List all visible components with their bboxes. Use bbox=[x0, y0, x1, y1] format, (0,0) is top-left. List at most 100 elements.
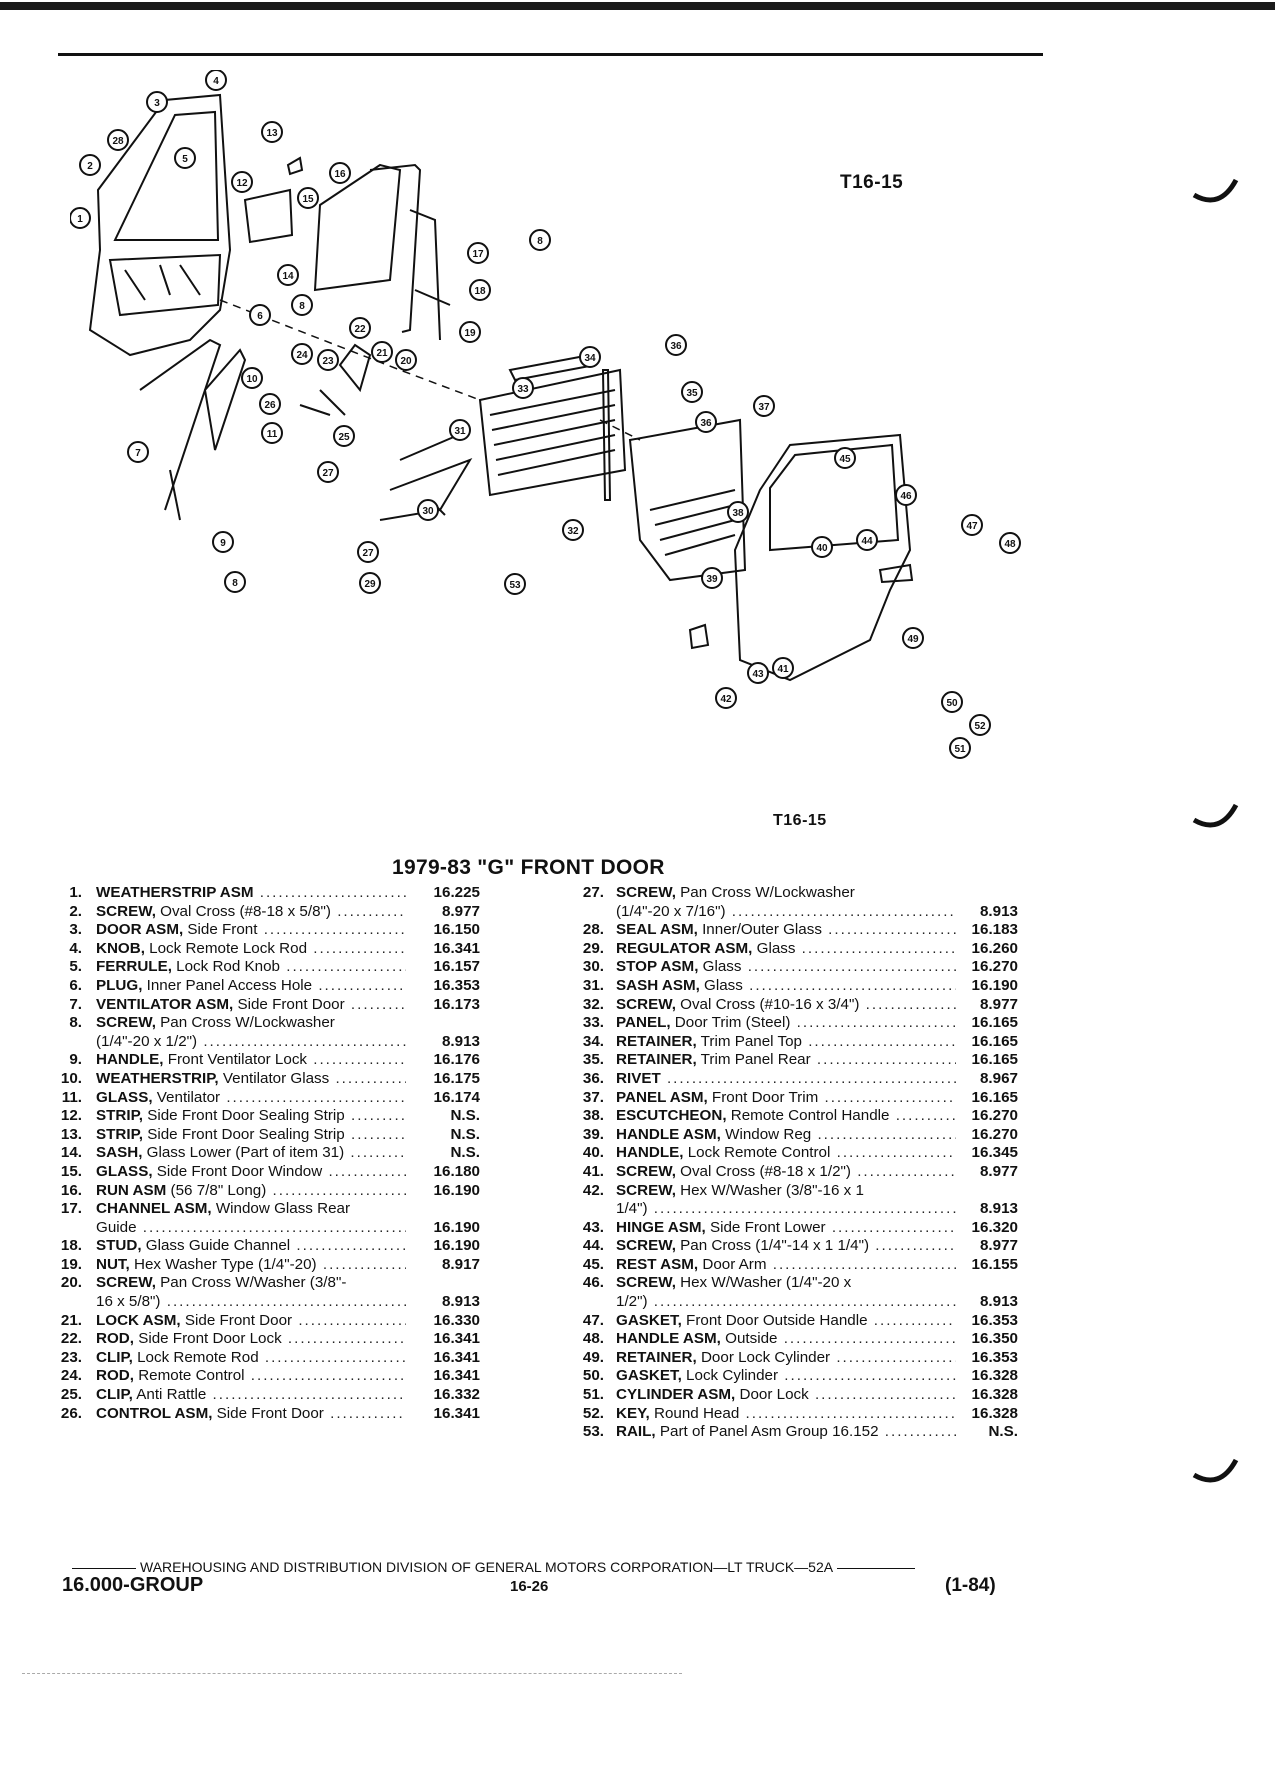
part-row: 8.SCREW, Pan Cross W/Lockwasher bbox=[52, 1014, 492, 1033]
part-description: RETAINER, Trim Panel Rear ..............… bbox=[616, 1051, 956, 1070]
svg-text:40: 40 bbox=[816, 543, 828, 554]
svg-text:12: 12 bbox=[236, 178, 248, 189]
svg-text:8: 8 bbox=[232, 578, 238, 589]
part-group-number: 16.341 bbox=[433, 1330, 480, 1348]
callout-17: 17 bbox=[467, 242, 489, 264]
svg-text:51: 51 bbox=[954, 744, 966, 755]
svg-text:9: 9 bbox=[220, 538, 226, 549]
svg-text:37: 37 bbox=[758, 402, 770, 413]
leader-dots: ........................................… bbox=[337, 902, 406, 920]
callout-19: 19 bbox=[459, 321, 481, 343]
svg-text:8: 8 bbox=[537, 236, 543, 247]
part-detail: Side Front Door Lock bbox=[133, 1330, 282, 1348]
part-name: RETAINER, bbox=[616, 1348, 697, 1366]
part-name: RETAINER, bbox=[616, 1051, 697, 1069]
leader-dots: ........................................… bbox=[836, 1348, 956, 1366]
leader-dots: ........................................… bbox=[772, 1255, 956, 1273]
leader-dots: ........................................… bbox=[350, 1144, 406, 1162]
part-name: SCREW, bbox=[96, 902, 156, 920]
part-detail: Side Front Door bbox=[180, 1311, 293, 1329]
part-description: GASKET, Front Door Outside Handle ......… bbox=[616, 1312, 956, 1331]
part-row: 47.GASKET, Front Door Outside Handle ...… bbox=[570, 1312, 1050, 1331]
part-number: 17. bbox=[60, 1200, 82, 1218]
part-row: 49.RETAINER, Door Lock Cylinder ........… bbox=[570, 1349, 1050, 1368]
part-number: 24. bbox=[60, 1367, 82, 1385]
callout-46: 46 bbox=[895, 484, 917, 506]
callout-27b: 27 bbox=[357, 541, 379, 563]
part-group-number: 8.977 bbox=[441, 902, 480, 920]
svg-text:8: 8 bbox=[299, 301, 305, 312]
part-description: RIVET ..................................… bbox=[616, 1070, 956, 1089]
svg-text:2: 2 bbox=[87, 161, 93, 172]
part-group-number: 16.341 bbox=[433, 1348, 480, 1366]
leader-dots: ........................................… bbox=[264, 1348, 406, 1366]
svg-text:21: 21 bbox=[376, 348, 388, 359]
part-group-number: 16.180 bbox=[433, 1162, 480, 1180]
svg-text:6: 6 bbox=[257, 311, 263, 322]
svg-text:27: 27 bbox=[362, 548, 374, 559]
binder-hole-mark bbox=[1192, 803, 1239, 828]
part-detail: Trim Panel Top bbox=[696, 1032, 802, 1050]
part-description: PANEL ASM, Front Door Trim .............… bbox=[616, 1089, 956, 1108]
part-name: SCREW, bbox=[96, 1014, 156, 1032]
part-row: 2.SCREW, Oval Cross (#8-18 x 5/8") .....… bbox=[52, 903, 492, 922]
part-row: 28.SEAL ASM, Inner/Outer Glass .........… bbox=[570, 921, 1050, 940]
part-row: 52.KEY, Round Head .....................… bbox=[570, 1405, 1050, 1424]
svg-text:49: 49 bbox=[907, 634, 919, 645]
part-row: 10.WEATHERSTRIP, Ventilator Glass ......… bbox=[52, 1070, 492, 1089]
part-description: NUT, Hex Washer Type (1/4"-20) .........… bbox=[96, 1256, 406, 1275]
part-description: 16 x 5/8") .............................… bbox=[96, 1293, 406, 1312]
part-detail: Ventilator Glass bbox=[218, 1069, 330, 1087]
part-row: 19.NUT, Hex Washer Type (1/4"-20) ......… bbox=[52, 1256, 492, 1275]
part-number: 2. bbox=[69, 902, 82, 920]
part-name: STRIP, bbox=[96, 1107, 143, 1125]
part-group-number: N.S. bbox=[450, 1144, 480, 1162]
part-name: SASH, bbox=[96, 1144, 143, 1162]
leader-dots: ........................................… bbox=[203, 1032, 406, 1050]
part-group-number: 16.165 bbox=[971, 1051, 1018, 1069]
callout-25: 25 bbox=[333, 425, 355, 447]
part-name: ROD, bbox=[96, 1367, 134, 1385]
part-description: DOOR ASM, Side Front ...................… bbox=[96, 921, 406, 940]
callout-30: 30 bbox=[417, 499, 439, 521]
part-row: 30.STOP ASM, Glass .....................… bbox=[570, 958, 1050, 977]
part-description: 1/2") ..................................… bbox=[616, 1293, 956, 1312]
callout-27a: 27 bbox=[317, 461, 339, 483]
page-title: 1979-83 "G" FRONT DOOR bbox=[392, 856, 665, 879]
footer-group: 16.000-GROUP bbox=[62, 1574, 204, 1596]
callout-40: 40 bbox=[811, 536, 833, 558]
part-group-number: 16.270 bbox=[971, 1125, 1018, 1143]
callout-9: 9 bbox=[212, 531, 234, 553]
part-detail: Door Lock bbox=[735, 1386, 809, 1404]
part-number: 20. bbox=[60, 1274, 82, 1292]
leader-dots: ........................................… bbox=[865, 995, 956, 1013]
part-detail: Hex W/Washer (3/8"-16 x 1 bbox=[675, 1181, 864, 1199]
callout-28: 28 bbox=[107, 129, 129, 151]
callout-18: 18 bbox=[469, 279, 491, 301]
part-group-number: N.S. bbox=[988, 1423, 1018, 1441]
part-group-number: 8.967 bbox=[979, 1069, 1018, 1087]
part-group-number: 16.190 bbox=[971, 976, 1018, 994]
svg-text:14: 14 bbox=[282, 271, 294, 282]
callout-29: 29 bbox=[359, 572, 381, 594]
part-name: SCREW, bbox=[616, 1237, 676, 1255]
part-detail: Lock Remote Lock Rod bbox=[144, 939, 308, 957]
svg-text:52: 52 bbox=[974, 721, 986, 732]
part-detail: Hex Washer Type (1/4"-20) bbox=[129, 1255, 317, 1273]
part-row: 39.HANDLE ASM, Window Reg ..............… bbox=[570, 1126, 1050, 1145]
callout-34: 34 bbox=[579, 346, 601, 368]
part-name: SCREW, bbox=[616, 1162, 676, 1180]
svg-text:45: 45 bbox=[839, 454, 851, 465]
parts-list-right: 27.SCREW, Pan Cross W/Lockwasher(1/4"-20… bbox=[570, 884, 1050, 1442]
part-group-number: 16.165 bbox=[971, 1032, 1018, 1050]
svg-text:25: 25 bbox=[338, 432, 350, 443]
svg-text:4: 4 bbox=[213, 76, 219, 87]
figure-code-bottom: T16-15 bbox=[773, 812, 827, 829]
part-row: 25.CLIP, Anti Rattle ...................… bbox=[52, 1386, 492, 1405]
part-detail: Glass bbox=[699, 976, 743, 994]
part-row: 20.SCREW, Pan Cross W/Washer (3/8"- bbox=[52, 1274, 492, 1293]
svg-text:36: 36 bbox=[670, 341, 682, 352]
part-detail: Lock Remote Control bbox=[683, 1144, 831, 1162]
callout-43: 43 bbox=[747, 662, 769, 684]
part-name: NUT, bbox=[96, 1255, 130, 1273]
